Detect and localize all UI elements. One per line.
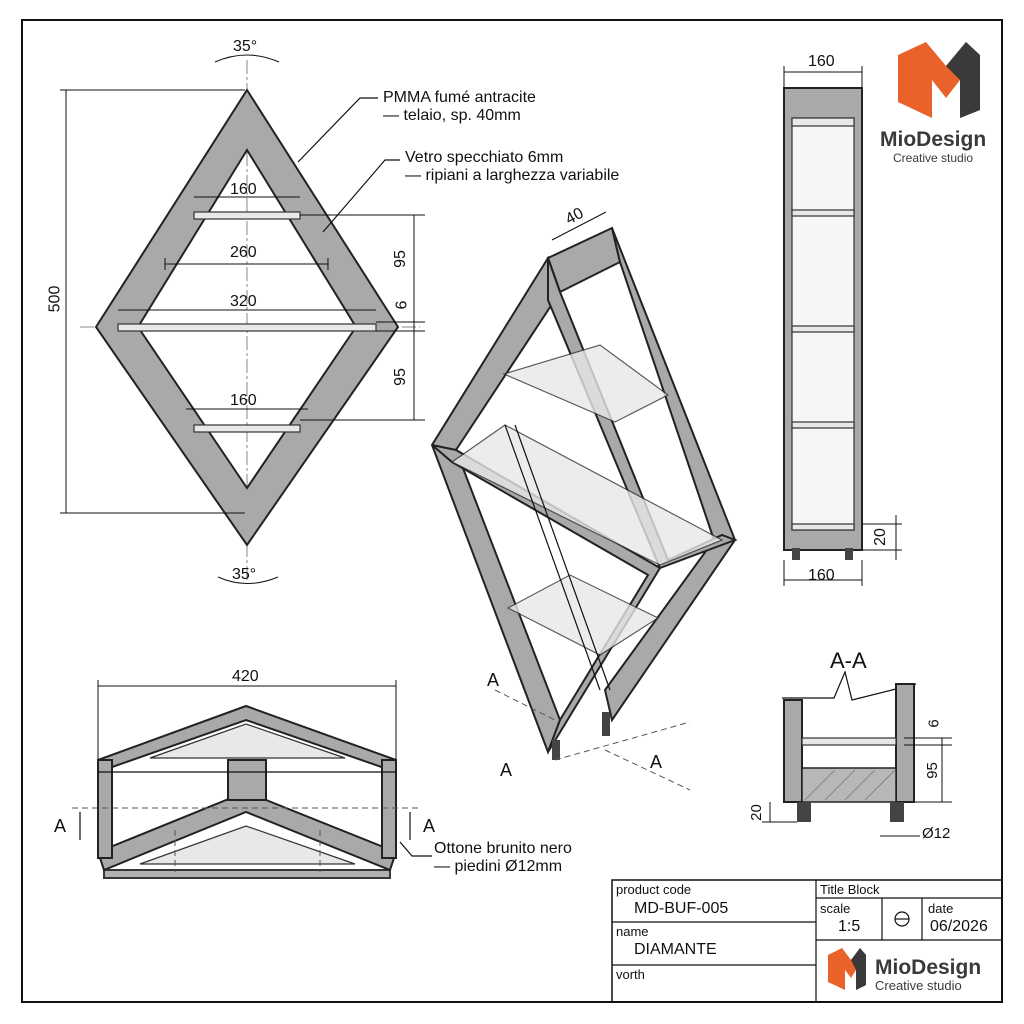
section-view (762, 670, 952, 837)
angle-top-label: 35° (233, 38, 258, 55)
shelf-320-label: 320 (230, 293, 257, 310)
plan-section-a-right: A (423, 816, 436, 836)
title-block-grid (611, 879, 1003, 1003)
gap-95-top-label: 95 (391, 250, 409, 268)
side-bottom-dim-label: 160 (808, 567, 835, 584)
isometric-view (430, 211, 738, 791)
name-value: DIAMANTE (634, 941, 717, 958)
iso-section-a-2: A (500, 760, 513, 780)
glass-callout-line2: — ripiani a larghezza variabile (405, 167, 620, 184)
scale-label: scale (820, 901, 851, 916)
section-95-label: 95 (923, 762, 941, 779)
side-view (783, 66, 902, 586)
angle-bottom-label: 35° (232, 566, 257, 583)
logo-brand-bottom: MioDesign (875, 956, 982, 979)
plan-width-label: 420 (232, 668, 259, 685)
date-label: date (928, 901, 954, 916)
iso-section-a-1: A (487, 670, 500, 690)
frame-callout-line1: PMMA fumé antracite (383, 89, 536, 106)
feet-callout-line1: Ottone brunito nero (434, 840, 572, 857)
iso-section-a-3: A (650, 752, 663, 772)
section-6-label: 6 (925, 719, 943, 728)
north-label: vorth (616, 967, 645, 982)
product-code-value: MD-BUF-005 (634, 900, 729, 917)
plan-section-a-left: A (54, 816, 67, 836)
logo-tagline-top: Creative studio (893, 151, 974, 165)
thickness-6-label: 6 (393, 300, 411, 310)
side-top-dim-label: 160 (808, 53, 835, 70)
plan-view (72, 680, 432, 879)
logo-bottom (828, 948, 866, 990)
logo-brand-top: MioDesign (880, 128, 987, 151)
date-value: 06/2026 (930, 918, 988, 935)
height-dim-label: 500 (46, 285, 64, 313)
title-block-header: Title Block (820, 882, 880, 897)
section-dia-label: Ø12 (922, 825, 951, 842)
front-view (60, 54, 425, 584)
frame-callout-line2: — telaio, sp. 40mm (383, 107, 521, 124)
product-code-label: product code (616, 882, 692, 897)
shelf-160-bottom-label: 160 (230, 392, 257, 409)
feet-callout-line2: — piedini Ø12mm (434, 858, 563, 875)
logo-top (898, 42, 980, 118)
shelf-260-label: 260 (230, 244, 257, 261)
gap-95-bottom-label: 95 (391, 368, 409, 386)
section-20-label: 20 (747, 804, 765, 821)
section-title: A-A (830, 648, 867, 673)
scale-value: 1:5 (838, 918, 861, 935)
name-label: name (616, 924, 649, 939)
glass-callout-line1: Vetro specchiato 6mm (405, 149, 564, 166)
logo-tagline-bottom: Creative studio (875, 978, 962, 993)
side-feet-dim-label: 20 (871, 528, 889, 546)
sheet-border (21, 19, 1003, 1003)
shelf-160-top-label: 160 (230, 181, 257, 198)
